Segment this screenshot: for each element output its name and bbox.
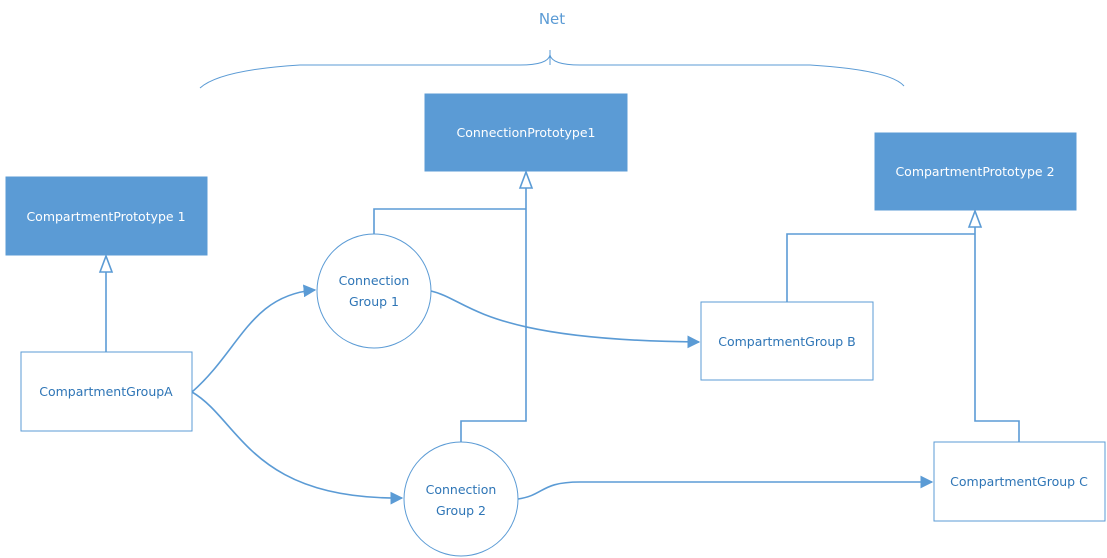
inherit-connection-groups-to-connection-prototype — [373, 169, 534, 442]
compartment-prototype-1-box[interactable]: CompartmentPrototype 1 — [5, 176, 208, 256]
net-label: Net — [539, 10, 565, 28]
inherit-a-to-prototype-1 — [98, 253, 114, 352]
compartment-group-b-box[interactable]: CompartmentGroup B — [700, 301, 874, 381]
connection-group-2-circle[interactable]: Connection Group 2 — [403, 441, 519, 557]
connection-prototype-1-label: ConnectionPrototype1 — [457, 125, 596, 140]
compartment-group-c-label: CompartmentGroup C — [950, 474, 1088, 489]
compartment-prototype-2-box[interactable]: CompartmentPrototype 2 — [874, 132, 1077, 211]
connection-group-1-label-line2: Group 1 — [349, 294, 399, 309]
connection-group-2-label-line1: Connection — [426, 482, 497, 497]
link-a-to-connection-group-2 — [191, 391, 404, 505]
compartment-group-b-label: CompartmentGroup B — [718, 334, 855, 349]
connection-group-1-label-line1: Connection — [339, 273, 410, 288]
compartment-group-a-box[interactable]: CompartmentGroupA — [20, 351, 193, 432]
connection-group-1-circle[interactable]: Connection Group 1 — [316, 233, 432, 349]
connection-group-2-label-line2: Group 2 — [436, 503, 486, 518]
compartment-group-c-box[interactable]: CompartmentGroup C — [933, 441, 1106, 522]
compartment-prototype-2-label: CompartmentPrototype 2 — [895, 164, 1054, 179]
link-connection-group-1-to-b — [430, 290, 701, 349]
connection-prototype-1-box[interactable]: ConnectionPrototype1 — [424, 93, 628, 172]
compartment-group-a-label: CompartmentGroupA — [39, 384, 173, 399]
link-connection-group-2-to-c — [517, 475, 934, 500]
inherit-groups-b-c-to-prototype-2 — [786, 208, 1020, 442]
link-a-to-connection-group-1 — [191, 284, 317, 393]
net-brace — [199, 50, 905, 89]
compartment-prototype-1-label: CompartmentPrototype 1 — [26, 209, 185, 224]
